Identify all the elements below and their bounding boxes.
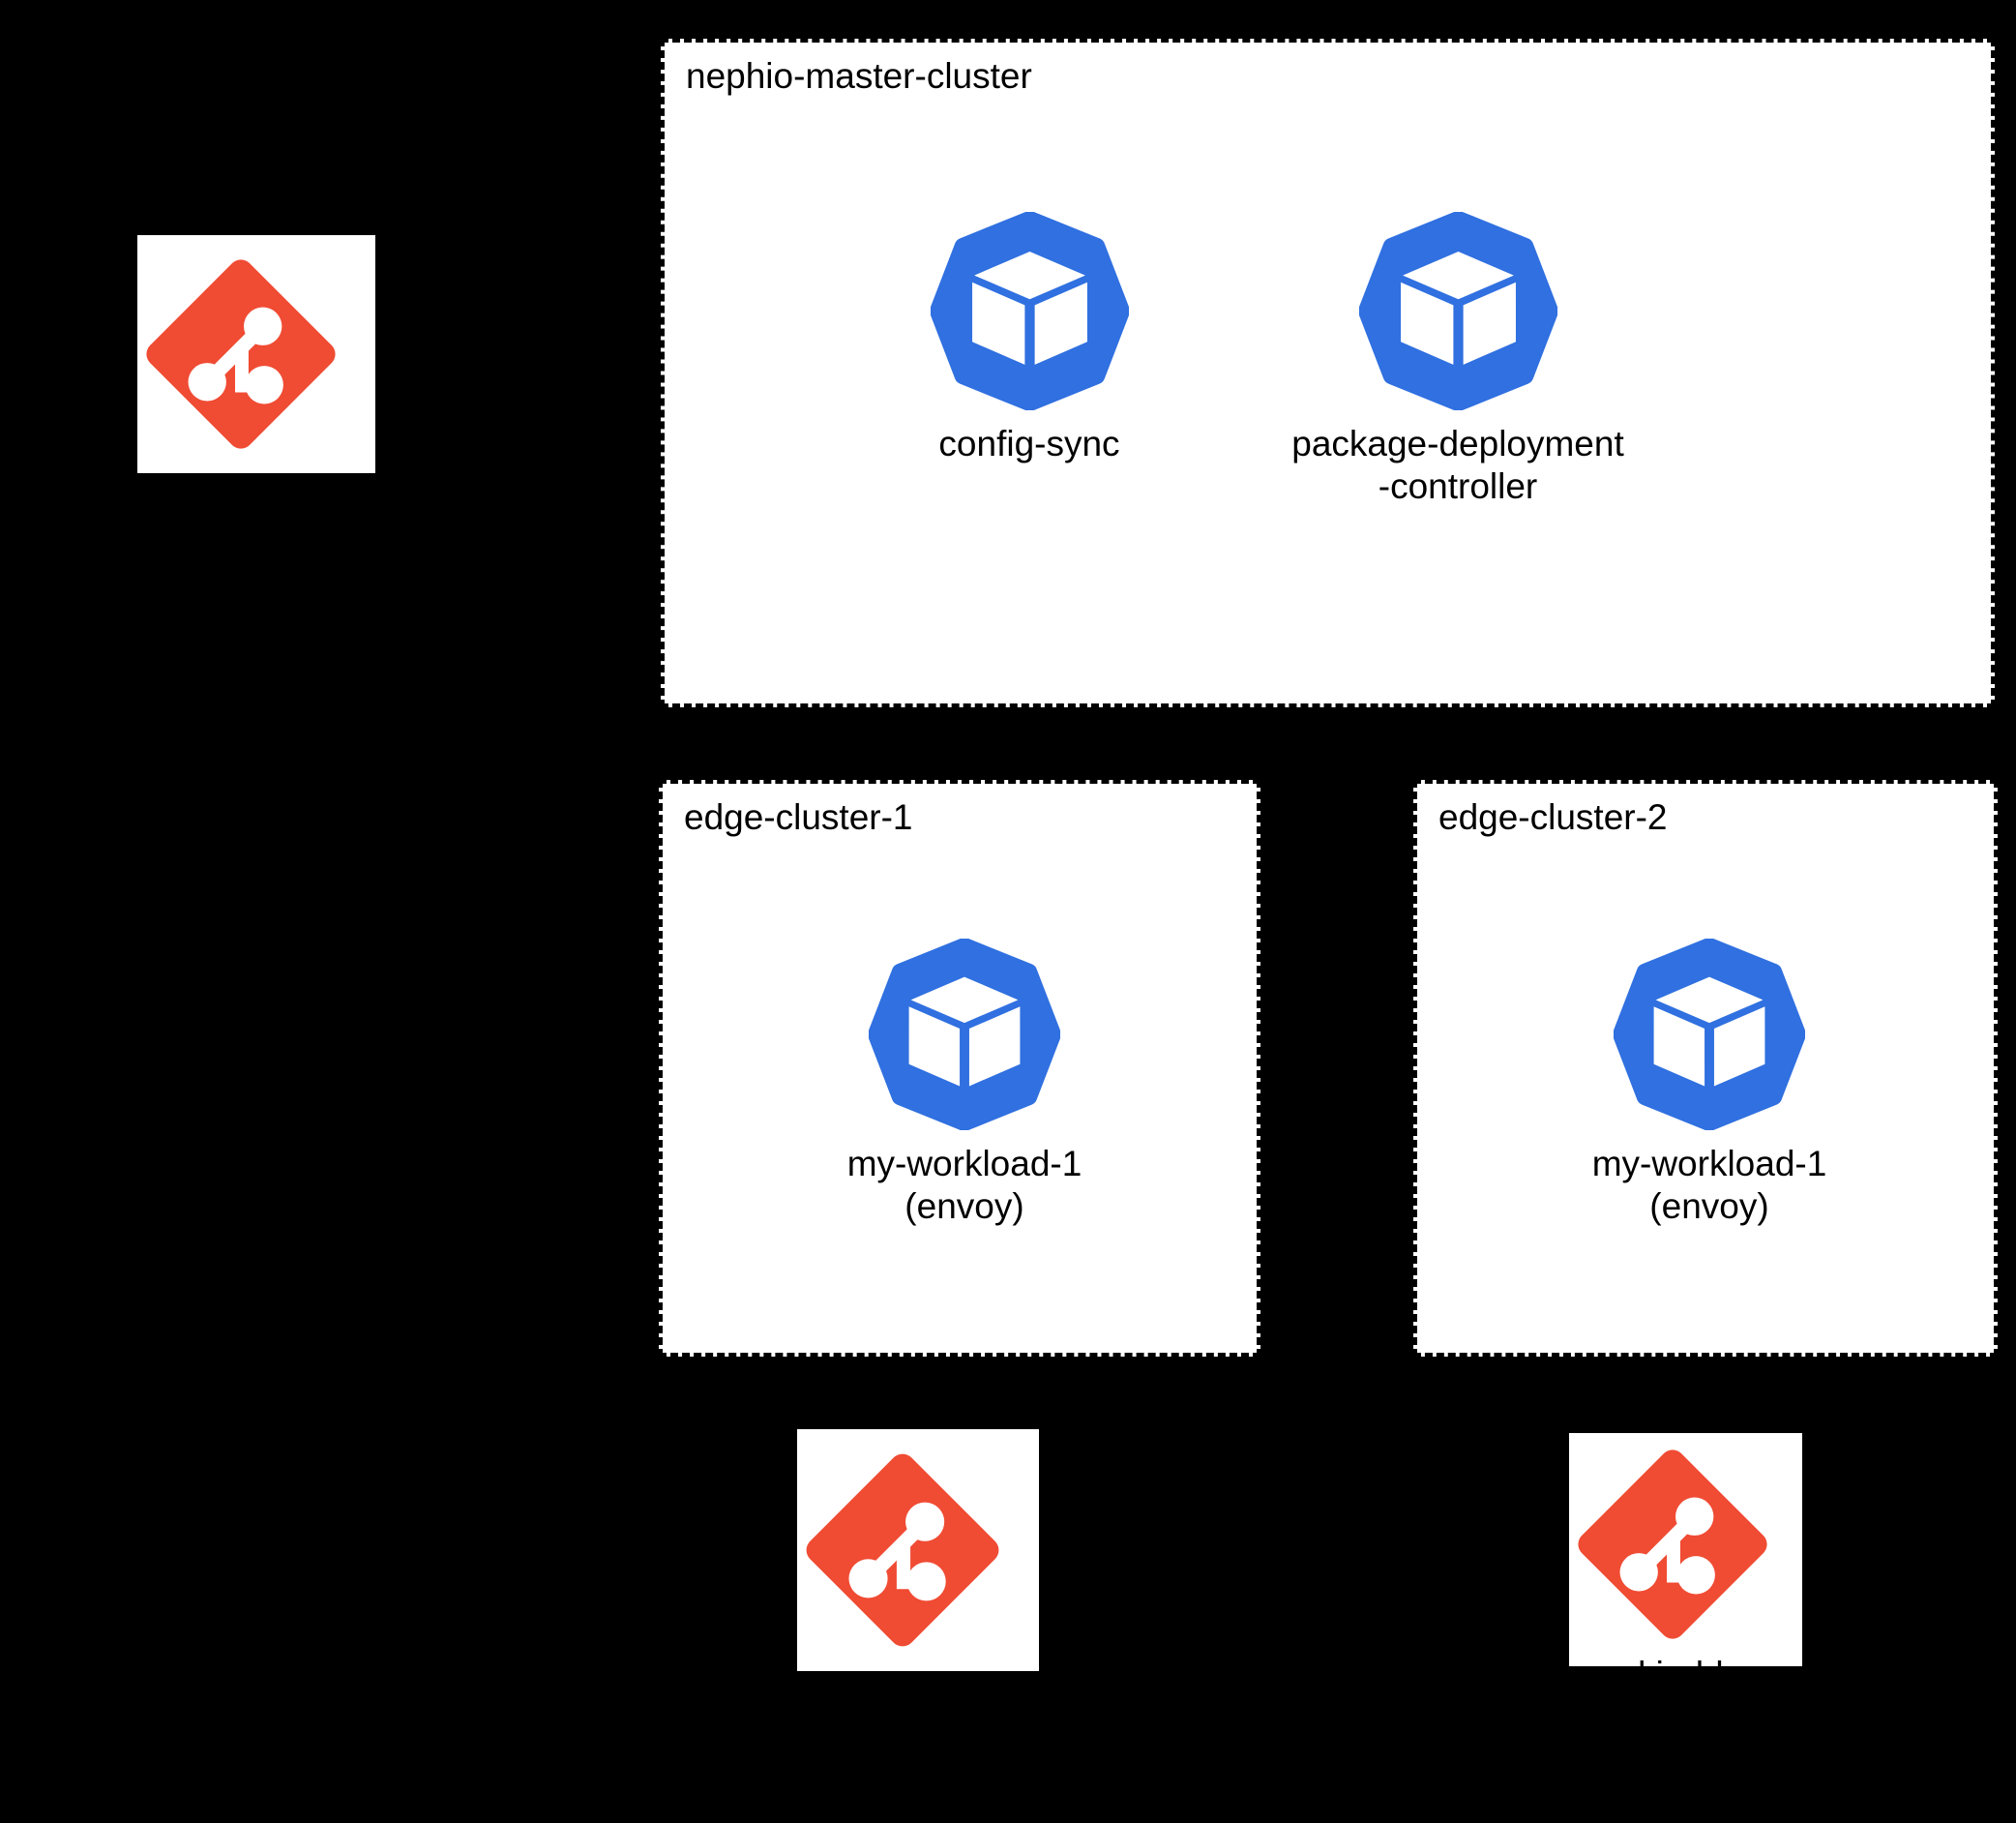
git-icon — [797, 1429, 1039, 1660]
cluster-edge-cluster-1[interactable]: edge-cluster-1 my-workload-1 (envoy) — [659, 780, 1260, 1357]
node-caption: config-sync — [938, 424, 1120, 463]
kubernetes-icon — [904, 210, 1155, 415]
node-caption: package-deployment -controller — [1291, 424, 1624, 506]
kubernetes-icon — [1516, 938, 1903, 1135]
git-repo-tile-top-left[interactable] — [137, 235, 375, 473]
node-config-sync[interactable]: config-sync — [904, 210, 1155, 465]
kubernetes-icon — [1255, 210, 1661, 415]
git-tile-caption: kind-k — [1569, 1655, 1802, 1666]
git-icon — [1569, 1433, 1802, 1653]
node-caption: my-workload-1 (envoy) — [846, 1144, 1082, 1226]
node-my-workload-1-edge-2[interactable]: my-workload-1 (envoy) — [1516, 938, 1903, 1227]
kubernetes-icon — [771, 938, 1158, 1135]
git-repo-tile-edge-1[interactable] — [797, 1429, 1039, 1671]
git-icon — [137, 235, 375, 463]
cluster-label: edge-cluster-1 — [684, 797, 913, 837]
node-my-workload-1-edge-1[interactable]: my-workload-1 (envoy) — [771, 938, 1158, 1227]
cluster-nephio-master-cluster[interactable]: nephio-master-cluster config-sync — [661, 39, 1995, 707]
cluster-label: nephio-master-cluster — [686, 56, 1032, 96]
node-caption: my-workload-1 (envoy) — [1591, 1144, 1827, 1226]
node-package-deployment-controller[interactable]: package-deployment -controller — [1255, 210, 1661, 507]
cluster-label: edge-cluster-2 — [1438, 797, 1668, 837]
cluster-edge-cluster-2[interactable]: edge-cluster-2 my-workload-1 (envoy) — [1413, 780, 1998, 1357]
git-repo-tile-edge-2[interactable]: kind-k — [1569, 1433, 1802, 1666]
